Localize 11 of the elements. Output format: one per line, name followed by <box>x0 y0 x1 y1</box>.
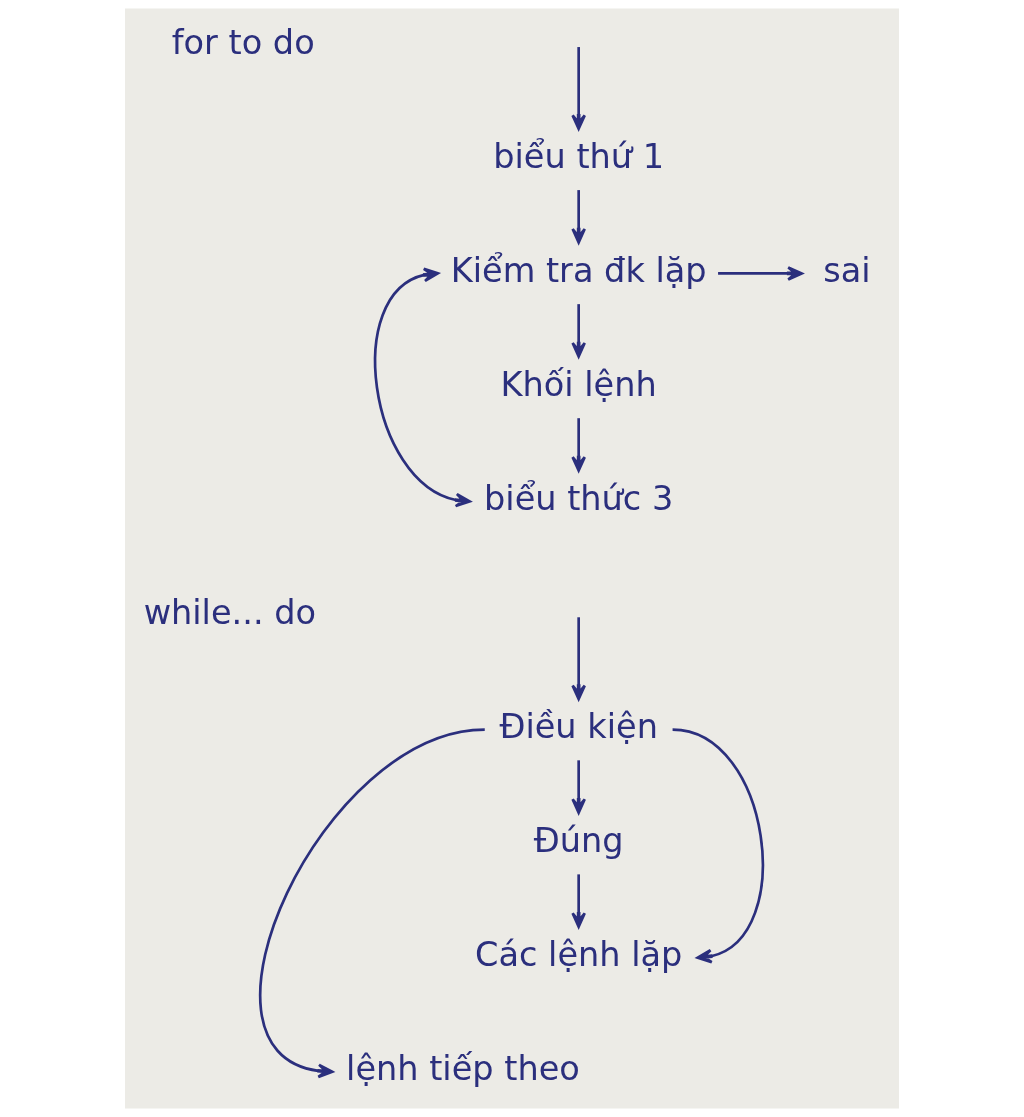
label: while... do <box>143 592 317 632</box>
node-text: Khối lệnh <box>500 364 657 404</box>
node-text: lệnh tiếp theo <box>346 1049 580 1089</box>
node-text: Điều kiện <box>499 706 658 746</box>
node-text: biểu thứ 1 <box>493 136 665 176</box>
node-text: biểu thức 3 <box>484 478 674 518</box>
node-text: Kiểm tra đk lặp <box>450 250 707 290</box>
node-text: Đúng <box>533 821 624 860</box>
node-text: Các lệnh lặp <box>475 935 683 975</box>
node-text: sai <box>823 250 871 290</box>
label: for to do <box>171 22 315 62</box>
